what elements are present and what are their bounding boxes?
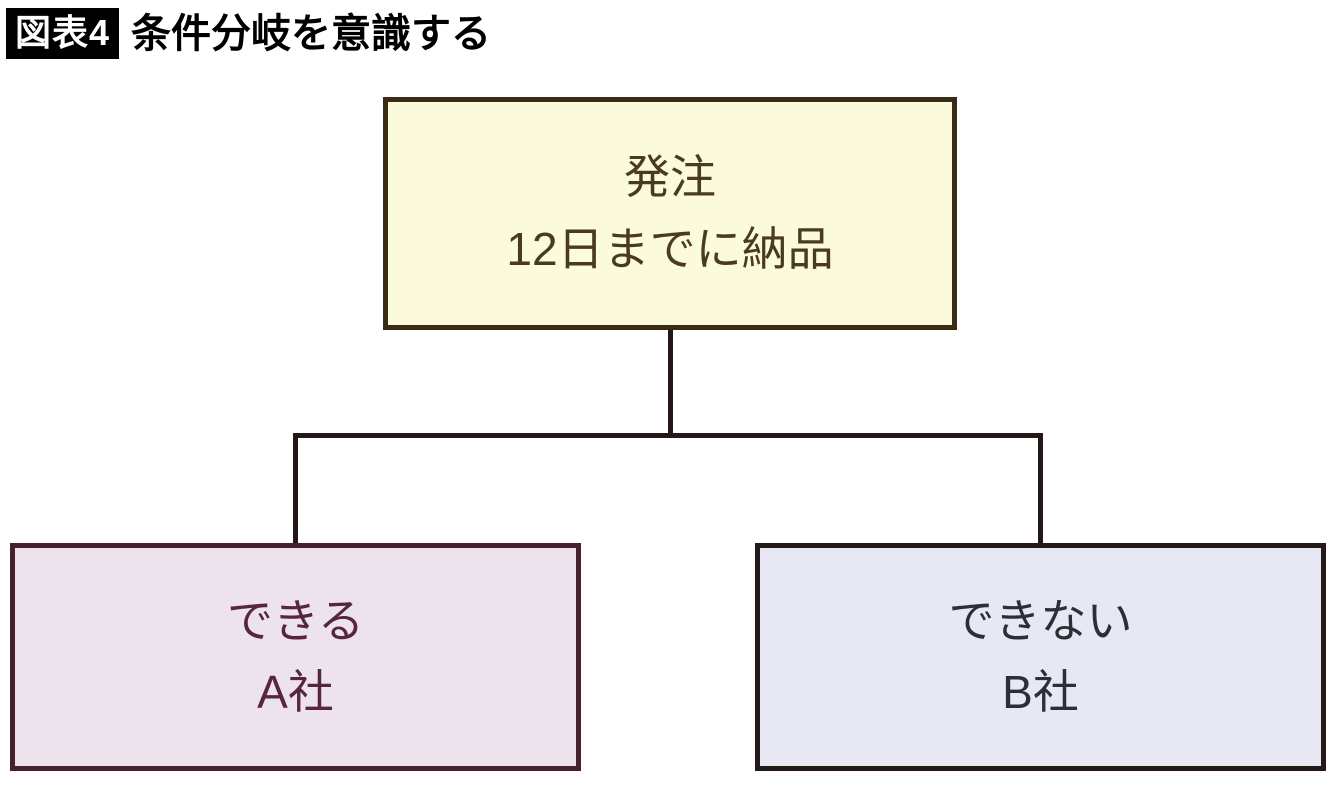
node-company-a-line1: できる [226, 594, 365, 647]
node-company-a: できる A社 [10, 543, 581, 771]
figure-badge: 図表4 [6, 8, 120, 59]
connector-root-stem [668, 330, 673, 438]
node-company-b-line1: できない [948, 594, 1133, 647]
node-company-b-line2: B社 [1002, 666, 1079, 718]
figure-title: 条件分岐を意識する [131, 11, 492, 56]
node-order-line2: 12日までに納品 [506, 222, 834, 275]
node-order-line1: 発注 [624, 151, 716, 204]
connector-branch-bracket [293, 433, 1043, 543]
node-company-b: できない B社 [755, 543, 1326, 771]
node-company-a-line2: A社 [257, 666, 334, 718]
node-order: 発注 12日までに納品 [383, 97, 957, 330]
figure-header: 図表4 条件分岐を意識する [6, 8, 491, 59]
